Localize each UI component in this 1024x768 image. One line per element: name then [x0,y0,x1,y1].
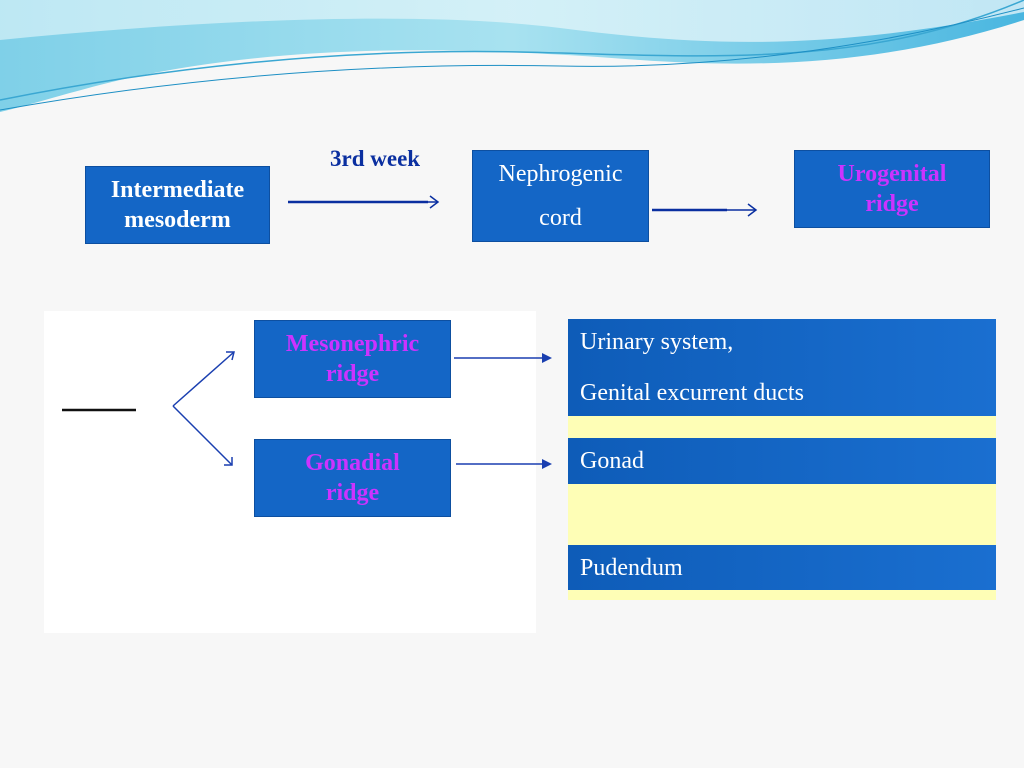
nephrogenic-cord-line2: cord [539,205,582,231]
urogenital-ridge-box: Urogenital ridge [794,150,990,228]
pudendum-label: Pudendum [580,555,683,581]
branch-connector [62,351,235,466]
mesonephric-ridge-line2: ridge [325,361,380,387]
arrow-mesonephric-to-urinary [454,353,552,363]
mesonephric-ridge-box: Mesonephric ridge [254,320,451,398]
intermediate-mesoderm-box: Intermediate mesoderm [85,166,270,244]
mesonephric-ridge-line1: Mesonephric [285,331,420,357]
arrow-nephrogenic-to-urogenital [652,203,758,217]
urinary-system-outcome: Urinary system, Genital excurrent ducts [568,319,996,416]
intermediate-mesoderm-line2: mesoderm [124,207,231,233]
urogenital-ridge-line1: Urogenital [837,161,947,187]
nephrogenic-cord-box: Nephrogenic cord [472,150,649,242]
intermediate-mesoderm-line1: Intermediate [110,177,245,203]
urinary-system-line2: Genital excurrent ducts [580,380,804,406]
gonadial-ridge-line1: Gonadial [305,450,400,476]
header-wave-decoration [0,0,1024,112]
nephrogenic-cord-line1: Nephrogenic [498,161,623,187]
gonad-label: Gonad [580,448,644,474]
arrow-intermediate-to-nephrogenic [288,195,440,209]
arrow-gonadial-to-gonad [456,459,552,469]
pudendum-outcome: Pudendum [568,545,996,590]
gonadial-ridge-line2: ridge [325,480,380,506]
urinary-system-line1: Urinary system, [580,329,734,355]
gonadial-ridge-box: Gonadial ridge [254,439,451,517]
highlight-strip-1 [568,416,996,438]
urogenital-ridge-line2: ridge [865,191,919,217]
highlight-strip-3 [568,590,996,600]
third-week-label: 3rd week [330,146,421,171]
gonad-outcome: Gonad [568,438,996,484]
highlight-strip-2 [568,484,996,545]
